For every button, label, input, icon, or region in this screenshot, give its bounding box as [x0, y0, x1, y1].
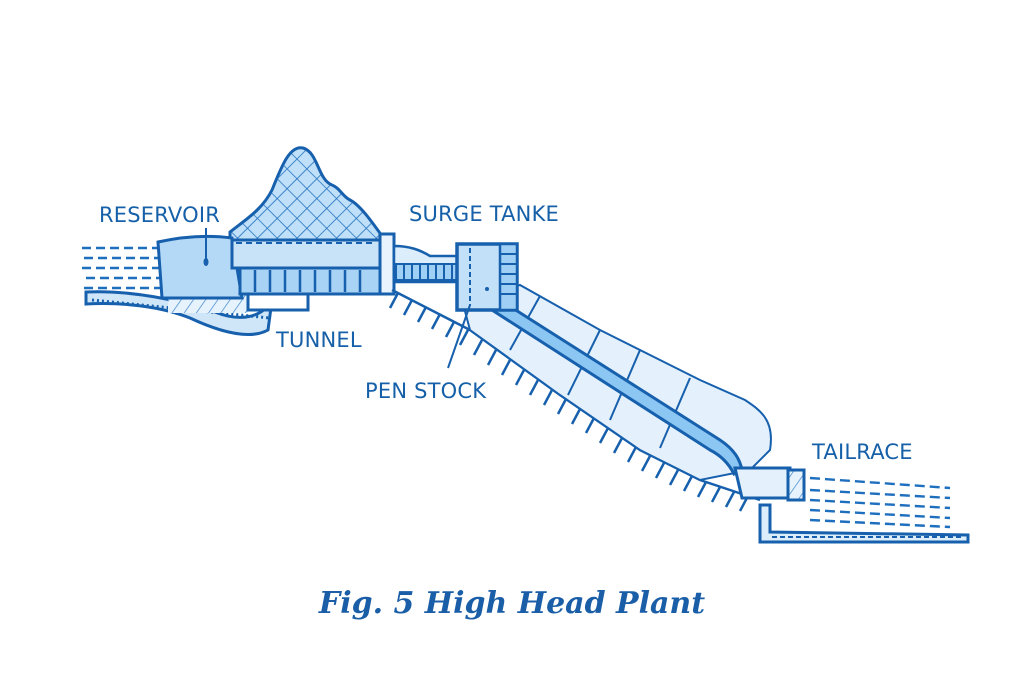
label-reservoir: RESERVOIR — [99, 203, 220, 227]
penstock-pipe — [489, 298, 744, 477]
reservoir-intake — [156, 234, 244, 300]
tunnel — [230, 232, 396, 312]
label-tunnel: TUNNEL — [275, 328, 362, 352]
figure-caption: Fig. 5 High Head Plant — [318, 586, 706, 621]
mountain — [228, 146, 384, 252]
surge-tank — [455, 242, 519, 312]
tailrace — [733, 466, 970, 544]
label-tailrace: TAILRACE — [811, 440, 913, 464]
penstock-pointer — [447, 304, 471, 369]
connector-pipe — [392, 244, 460, 284]
label-surge-tank: SURGE TANKE — [409, 202, 559, 226]
label-penstock: PEN STOCK — [365, 379, 487, 403]
reservoir-water-lines — [82, 246, 160, 290]
